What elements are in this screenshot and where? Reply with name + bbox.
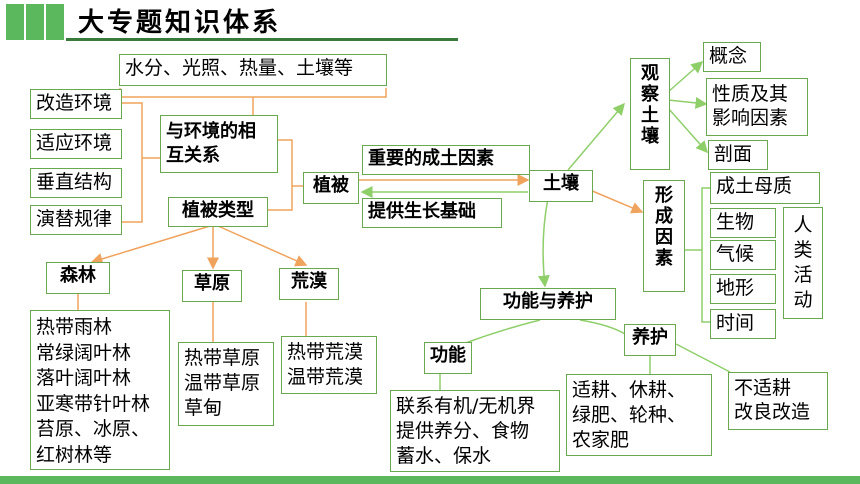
node-senlin: 森林: [46, 262, 110, 294]
node-zhibei: 植被: [303, 172, 359, 204]
node-gaizao: 改造环境: [30, 89, 122, 119]
arrow-xingcheng: [589, 189, 644, 214]
node-huangmo-list: 热带荒漠 温带荒漠: [281, 336, 377, 394]
node-xingcheng: 形 成 因 素: [643, 180, 685, 292]
bracket-left: [122, 102, 143, 223]
arrow-gainian: [667, 61, 704, 93]
node-caoyuan-list: 热带草原 温带草原 草甸: [178, 342, 274, 426]
node-qihou: 气候: [710, 240, 776, 270]
arrow-xingzhi: [667, 96, 708, 109]
bracket-xingcheng: [701, 187, 710, 323]
line-buyi: [675, 343, 731, 373]
node-yanti: 演替规律: [30, 205, 122, 235]
node-relation: 与环境的相 互关系: [160, 115, 278, 173]
line-yanghu: [579, 319, 626, 335]
arrow-gongnengyanghu: [537, 197, 550, 288]
node-gainian: 概念: [703, 42, 761, 72]
node-guancha: 观 察 土 壤: [630, 58, 670, 170]
header-square-3: [46, 4, 64, 40]
node-caoyuan: 草原: [182, 270, 242, 302]
node-gongnengyanghu: 功能与养护: [480, 288, 616, 320]
node-shengwu: 生物: [710, 208, 776, 238]
node-huangmo: 荒漠: [279, 268, 339, 300]
node-yanghu-detail: 适耕、休耕、 绿肥、轮种、 农家肥: [566, 374, 712, 456]
node-renlei: 人 类 活 动: [783, 207, 823, 319]
node-gongneng: 功能: [424, 342, 472, 374]
bottom-bar: [0, 476, 860, 484]
header-square-2: [26, 4, 44, 40]
node-gongneng-detail: 联系有机/无机界 提供养分、食物 蓄水、保水: [390, 390, 560, 472]
node-shijian: 时间: [710, 309, 776, 339]
bracket-right: [268, 139, 293, 211]
node-chuizhi: 垂直结构: [30, 168, 122, 198]
node-senlin-list: 热带雨林 常绿阔叶林 落叶阔叶林 亚寒带针叶林 苔原、冰原、 红树林等: [30, 310, 170, 470]
node-factors: 水分、光照、热量、土壤等: [119, 54, 387, 86]
node-yanghu: 养护: [624, 324, 676, 356]
node-zhongyao: 重要的成土因素: [362, 145, 530, 175]
line-gongneng: [459, 319, 541, 346]
node-shiying: 适应环境: [30, 129, 122, 159]
node-xingzhi: 性质及其 影响因素: [706, 78, 808, 136]
bracket-top: [119, 88, 387, 98]
node-buyi: 不适耕 改良改造: [728, 372, 828, 430]
arrow-guancha: [567, 102, 625, 171]
arrow-senlin: [90, 225, 211, 265]
page-title: 大专题知识体系: [78, 8, 282, 38]
node-turang: 土壤: [529, 170, 593, 202]
node-poumian: 剖面: [708, 140, 768, 170]
title-underline: [66, 38, 458, 41]
node-vegtype: 植被类型: [168, 197, 268, 227]
node-tigong: 提供生长基础: [362, 198, 502, 228]
arrow-huangmo: [217, 225, 308, 267]
node-chengtu: 成土母质: [710, 172, 820, 204]
header-square-1: [6, 4, 24, 40]
node-dixing: 地形: [710, 274, 776, 304]
arrow-poumian: [667, 107, 708, 154]
